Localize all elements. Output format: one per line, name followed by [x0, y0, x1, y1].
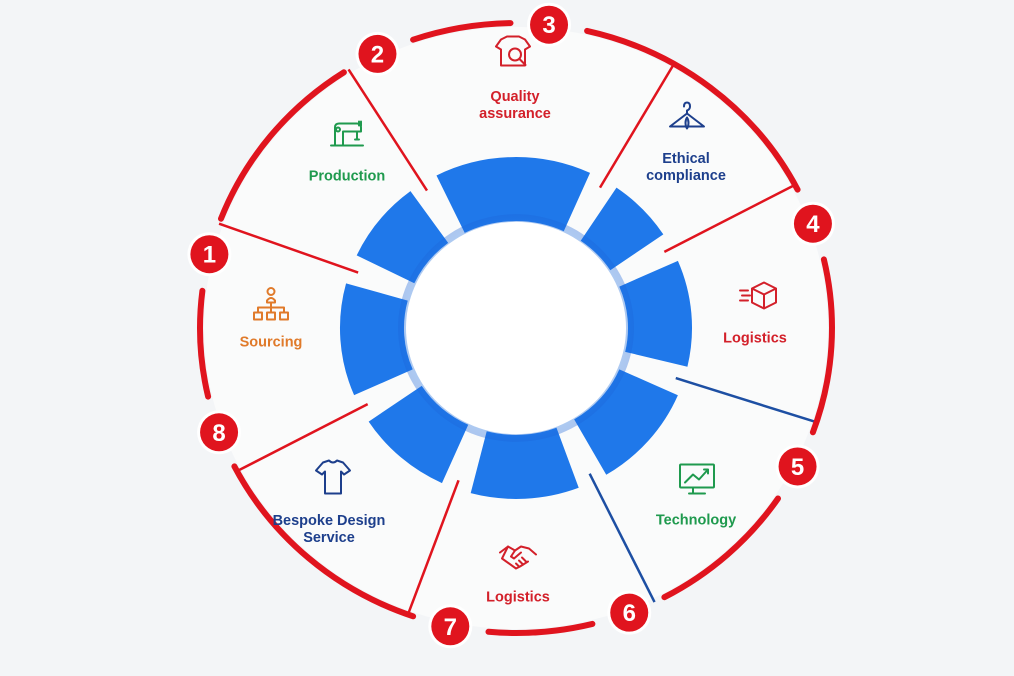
hub-arc — [470, 427, 579, 499]
outer-ring-arc — [218, 69, 347, 222]
hanger-icon — [666, 99, 706, 142]
divider-line — [588, 473, 656, 603]
divider-line — [218, 222, 359, 274]
monitor-chart-icon — [677, 461, 717, 504]
step-number: 2 — [371, 41, 384, 68]
outer-ring-arc — [809, 256, 835, 436]
outer-ring-arc — [485, 620, 596, 636]
step-number: 3 — [542, 12, 555, 39]
step-badge-1: 1 — [187, 232, 232, 277]
outer-ring-arc — [197, 287, 212, 400]
hub-arc — [356, 191, 449, 285]
outer-ring-arc — [231, 463, 417, 620]
segment-dividers — [218, 63, 817, 615]
segment-label-3: Quality assurance — [479, 89, 551, 122]
segment-label-5: Logistics — [723, 330, 787, 347]
segment-label-6: Technology — [655, 512, 737, 529]
hub-arc — [436, 157, 591, 234]
outer-ring-arc — [584, 27, 801, 193]
step-badge-7: 7 — [428, 604, 473, 649]
step-badge-2: 2 — [355, 31, 400, 76]
tshirt-icon — [313, 458, 353, 501]
segment-label-8: Bespoke Design Service — [272, 513, 386, 546]
step-number: 6 — [623, 600, 636, 627]
divider-line — [406, 479, 460, 615]
sewing-machine-icon — [327, 116, 367, 159]
handshake-icon — [498, 539, 538, 582]
step-number: 8 — [212, 420, 225, 447]
step-badge-8: 8 — [197, 410, 242, 455]
segment-label-2: Production — [308, 168, 386, 185]
divider-line — [598, 63, 676, 189]
delivery-box-icon — [738, 277, 778, 320]
hub-arc — [579, 187, 664, 272]
segment-label-1: Sourcing — [239, 334, 303, 351]
step-number: 1 — [203, 242, 216, 269]
step-number: 5 — [791, 454, 804, 481]
hub-arc — [573, 368, 678, 475]
segment-label-7: Logistics — [486, 589, 550, 606]
divider-line — [347, 68, 429, 192]
hub-arc — [368, 385, 470, 484]
segment-label-4: Ethical compliance — [646, 151, 726, 184]
divider-line — [675, 376, 817, 424]
number-badges: 1 2 3 4 5 6 7 8 — [187, 2, 835, 649]
step-badge-4: 4 — [790, 201, 835, 246]
step-badge-6: 6 — [607, 590, 652, 635]
hub-arc — [618, 260, 692, 367]
outer-ring-arc — [410, 20, 514, 43]
step-number: 4 — [806, 211, 820, 238]
step-number: 7 — [444, 614, 457, 641]
outer-ring-arc — [661, 495, 781, 601]
step-badge-3: 3 — [527, 2, 572, 47]
hub-arc — [339, 283, 414, 396]
outer-red-ring — [197, 20, 835, 636]
blue-hub-ring — [339, 157, 692, 499]
divider-line — [663, 183, 796, 254]
org-chart-icon — [251, 285, 291, 328]
divider-line — [236, 402, 369, 473]
shirt-inspection-icon — [493, 34, 533, 77]
step-badge-5: 5 — [775, 444, 820, 489]
